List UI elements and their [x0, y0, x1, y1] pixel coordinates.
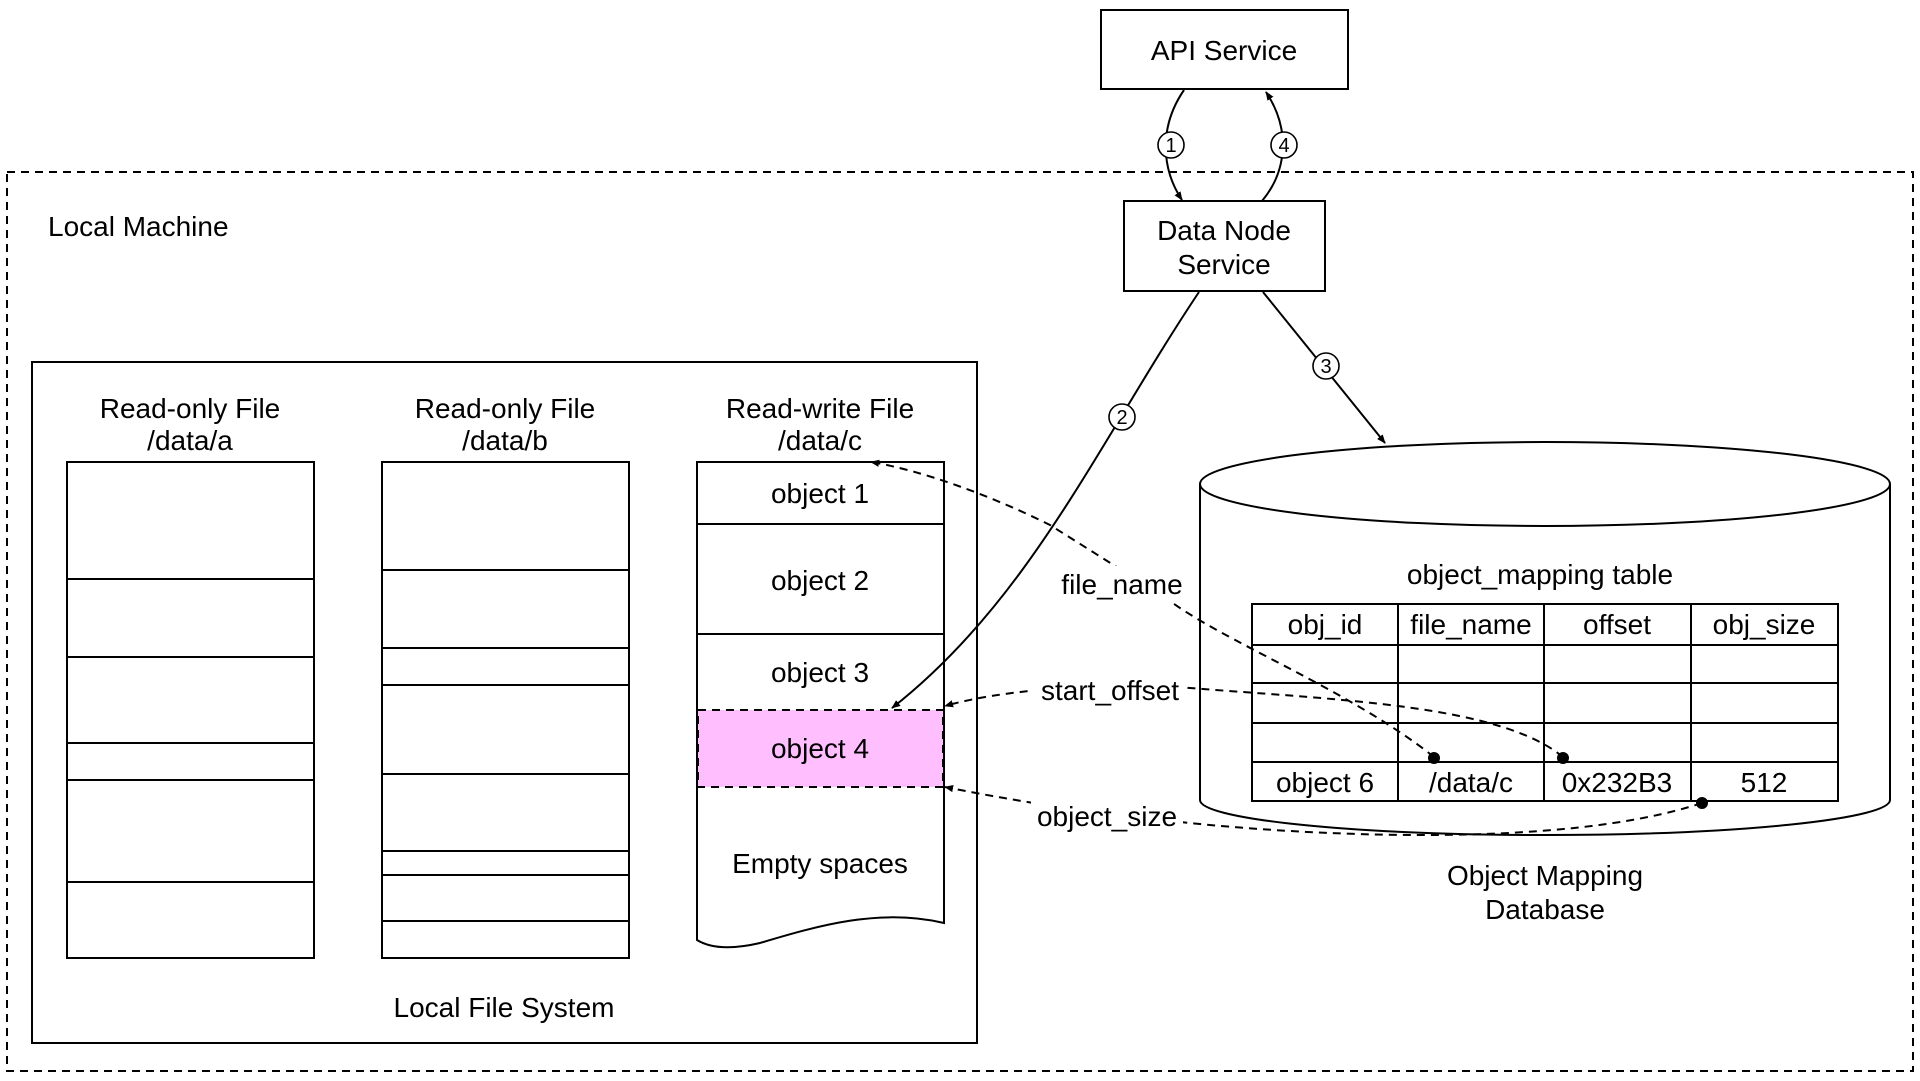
- column-header-obj-id: obj_id: [1288, 609, 1363, 640]
- step-2-marker: 2: [1108, 403, 1136, 431]
- step-3-marker: 3: [1312, 352, 1340, 380]
- step-3-number: 3: [1320, 356, 1331, 378]
- database-label-line2: Database: [1485, 894, 1605, 925]
- local-file-system-label: Local File System: [394, 992, 615, 1023]
- object-size-link-label: object_size: [1037, 801, 1177, 832]
- file-name-link-label: file_name: [1061, 569, 1182, 600]
- step-2-number: 2: [1116, 407, 1127, 429]
- file-a-label-line1: Read-only File: [100, 393, 281, 424]
- file-b-label-line2: /data/b: [462, 425, 548, 456]
- object-size-link-dot: [1696, 797, 1708, 809]
- step-2-arrow: [891, 291, 1200, 709]
- object-4-label: object 4: [771, 733, 869, 764]
- cell-obj-size: 512: [1741, 767, 1788, 798]
- file-c-label-line2: /data/c: [778, 425, 862, 456]
- step-4-marker: 4: [1270, 131, 1298, 159]
- column-header-obj-size: obj_size: [1713, 609, 1816, 640]
- api-service-node: API Service: [1100, 9, 1349, 90]
- file-b-label-line1: Read-only File: [415, 393, 596, 424]
- step-1-number: 1: [1165, 135, 1176, 157]
- start-offset-link-label: start_offset: [1041, 675, 1179, 706]
- object-1-label: object 1: [771, 478, 869, 509]
- table-title: object_mapping table: [1407, 559, 1673, 590]
- file-name-link-dot: [1428, 752, 1440, 764]
- empty-spaces-label: Empty spaces: [732, 848, 908, 879]
- cell-file-name: /data/c: [1429, 767, 1513, 798]
- file-name-link: [870, 459, 1435, 758]
- column-header-offset: offset: [1583, 609, 1651, 640]
- api-service-label: API Service: [1151, 35, 1297, 66]
- file-a-label-line2: /data/a: [147, 425, 233, 456]
- database-label-line1: Object Mapping: [1447, 860, 1643, 891]
- data-node-label-line1: Data Node: [1157, 215, 1291, 246]
- read-only-file-b: Read-only File /data/b: [381, 393, 630, 959]
- step-4-number: 4: [1278, 135, 1289, 157]
- column-header-file-name: file_name: [1410, 609, 1531, 640]
- local-machine-label: Local Machine: [48, 211, 229, 242]
- object-mapping-table: obj_id file_name offset obj_size object …: [1251, 603, 1839, 802]
- object-4-highlight: [697, 709, 944, 788]
- object-2-label: object 2: [771, 565, 869, 596]
- start-offset-link-dot: [1557, 752, 1569, 764]
- object-3-label: object 3: [771, 657, 869, 688]
- step-1-marker: 1: [1157, 131, 1185, 159]
- data-node-label-line2: Service: [1177, 249, 1270, 280]
- file-name-label-bg: [1056, 566, 1188, 602]
- read-write-file-c: Read-write File /data/c object 1 object …: [696, 393, 945, 949]
- local-machine-boundary: [6, 171, 1914, 1072]
- object-size-label-bg: [1031, 798, 1183, 834]
- start-offset-label-bg: [1033, 672, 1187, 708]
- read-only-file-a: Read-only File /data/a: [66, 393, 315, 959]
- file-c-label-line1: Read-write File: [726, 393, 914, 424]
- cell-obj-id: object 6: [1276, 767, 1374, 798]
- data-node-service-node: Data Node Service: [1123, 200, 1326, 292]
- cell-offset: 0x232B3: [1562, 767, 1673, 798]
